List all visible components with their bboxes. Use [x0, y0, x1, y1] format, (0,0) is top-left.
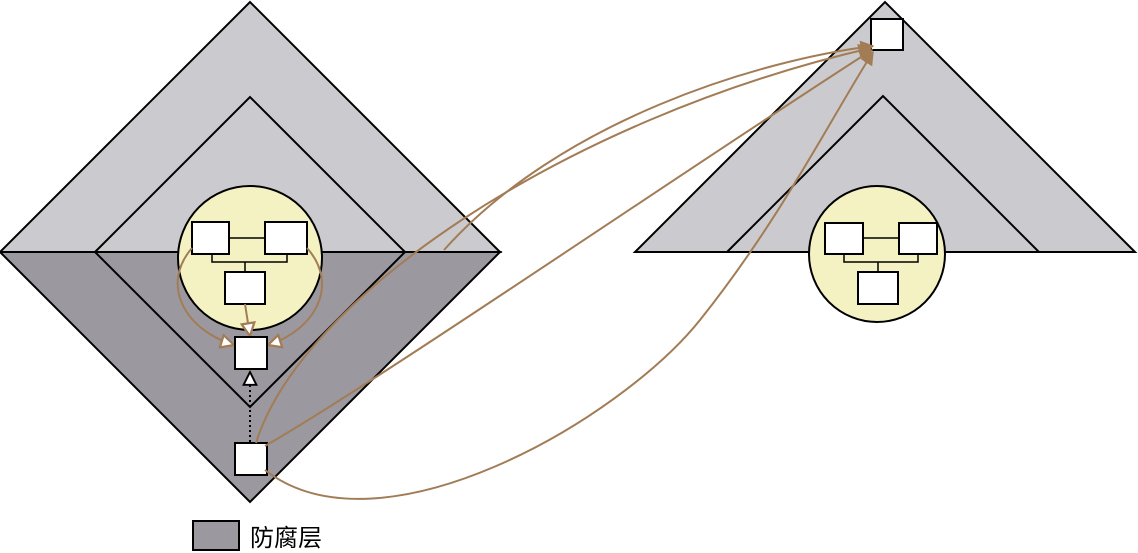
- legend-swatch-anticorruption: [192, 520, 240, 551]
- left-core-domain: [177, 185, 323, 331]
- left-core-arrow-left: [176, 247, 234, 345]
- right-core-box-top-left: [824, 222, 864, 255]
- left-core-arrow-center: [245, 303, 250, 336]
- right-core-domain: [808, 185, 946, 323]
- connector-from-translator-bottom: [264, 50, 874, 500]
- left-adapter-box: [234, 336, 268, 370]
- legend: 防腐层: [192, 520, 322, 552]
- legend-label: 防腐层: [250, 524, 322, 552]
- connector-from-translator-left: [255, 44, 873, 444]
- right-core-box-bottom: [857, 271, 899, 305]
- cross-system-connectors: [255, 40, 875, 500]
- left-core-box-bottom: [224, 271, 266, 305]
- left-core-tree-connector: [211, 237, 288, 272]
- left-core-box-top-right: [264, 221, 308, 255]
- right-core-tree-connector: [843, 237, 919, 272]
- left-core-box-top-left: [191, 221, 230, 255]
- left-translator-box: [234, 442, 268, 476]
- right-system: [632, 0, 1138, 323]
- left-core-arrow-right: [268, 247, 324, 345]
- right-apex-box: [870, 18, 904, 51]
- left-system: [0, 0, 503, 504]
- connector-from-translator-top: [264, 49, 874, 447]
- connector-outer-top: [443, 40, 875, 251]
- right-core-box-top-right: [898, 222, 938, 255]
